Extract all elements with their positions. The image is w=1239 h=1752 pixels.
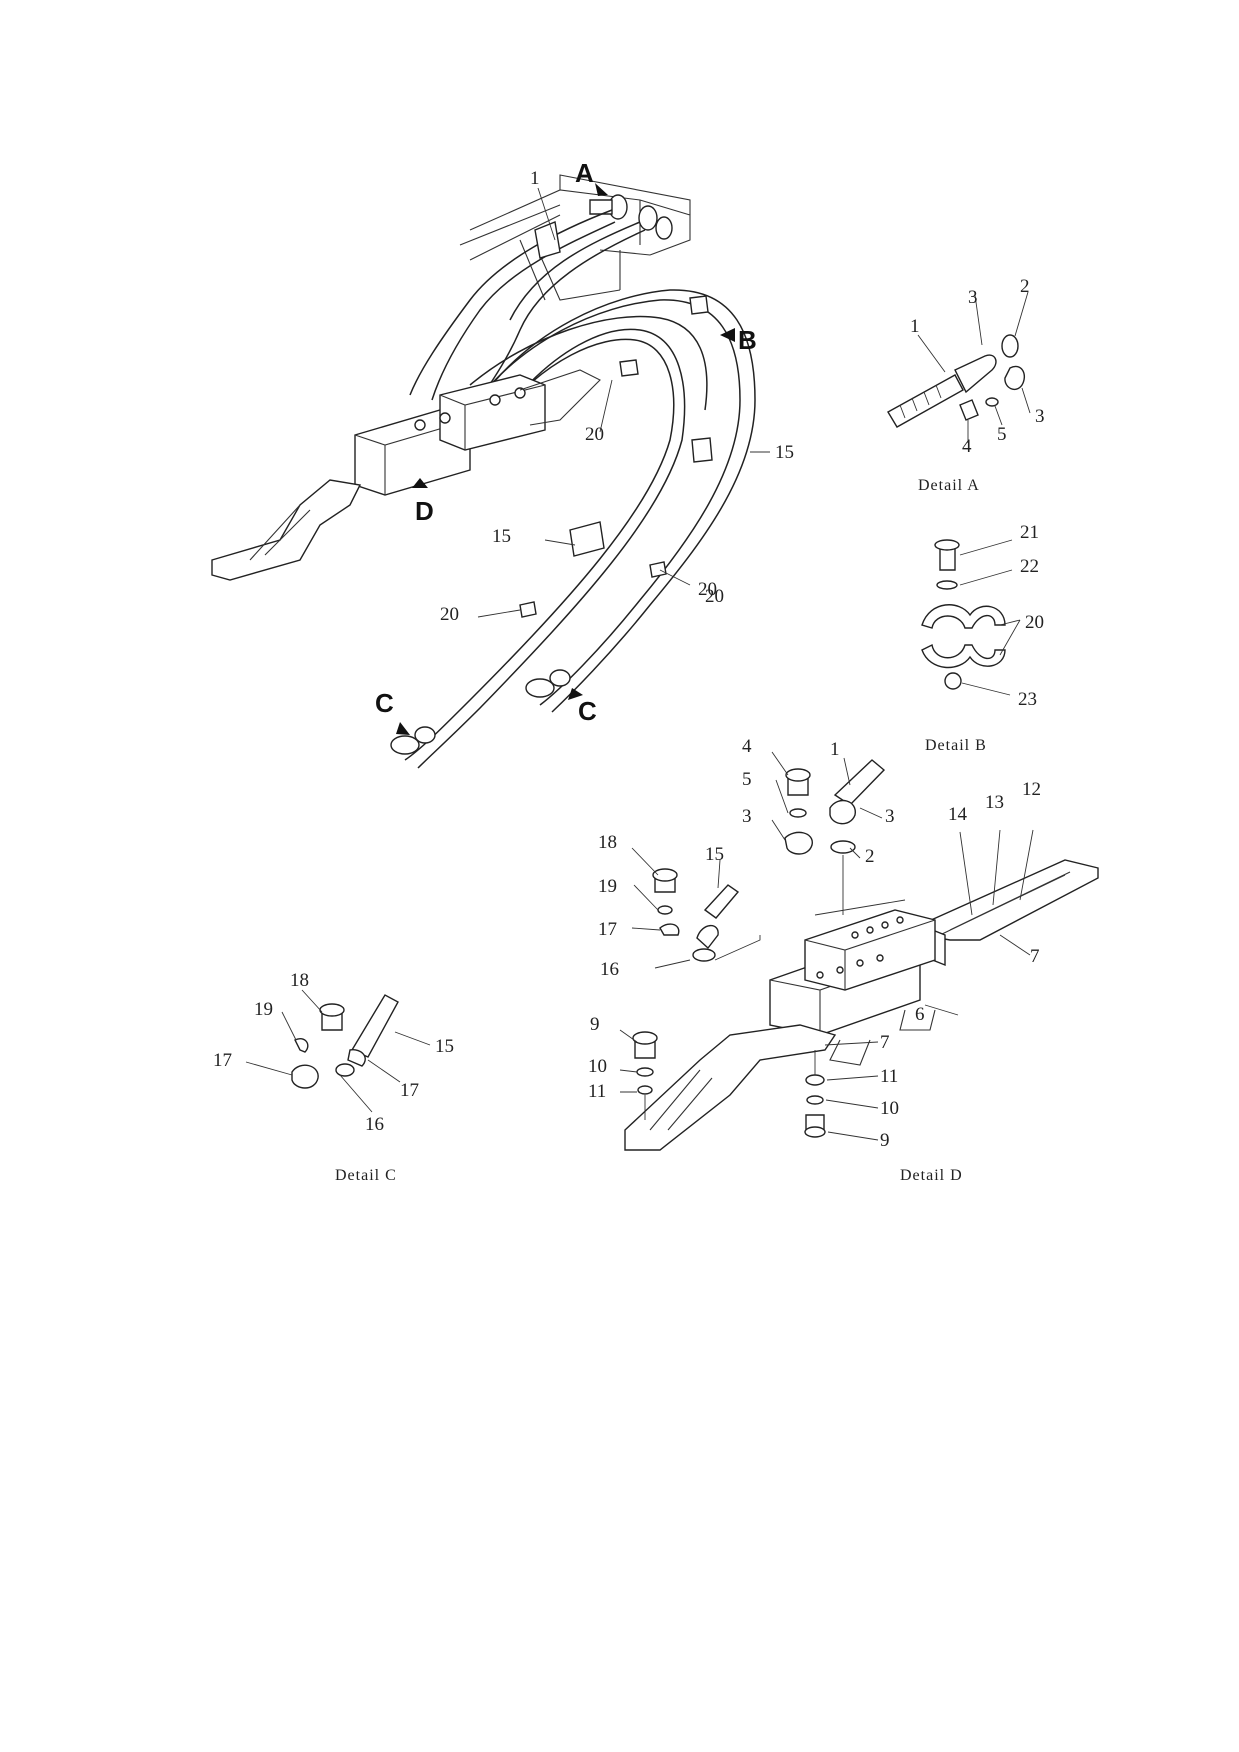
detail-d-callout-8: 7 [1030, 946, 1040, 967]
callout-15-right: 15 [775, 442, 794, 463]
detail-d-callout-9-left: 9 [590, 1014, 600, 1035]
detail-d-callout-3-left: 3 [742, 806, 752, 827]
detail-d-callout-4: 4 [742, 736, 752, 757]
detail-a-caption: Detail A [918, 477, 980, 494]
view-marker-c2: C [578, 696, 597, 726]
detail-c-caption: Detail C [335, 1167, 397, 1184]
detail-a-callout-1: 1 [910, 316, 920, 337]
detail-d-callout-19: 19 [598, 876, 617, 897]
detail-d-caption: Detail D [900, 1167, 963, 1184]
detail-c: 18 19 17 17 16 15 Detail C [213, 970, 454, 1184]
detail-b-callout-22: 22 [1020, 556, 1039, 577]
detail-a-callout-2: 2 [1020, 276, 1030, 297]
detail-d-callout-11-right: 11 [880, 1066, 898, 1087]
detail-d-callout-13: 13 [985, 792, 1004, 813]
detail-d-callout-17: 17 [598, 919, 617, 940]
detail-a: 1 2 3 3 4 5 Detail A [887, 276, 1045, 494]
detail-c-callout-17-left: 17 [213, 1050, 232, 1071]
view-marker-a: A [575, 158, 594, 188]
view-marker-c1: C [375, 688, 394, 718]
view-arrow-c1 [396, 722, 410, 735]
callout-20-lower-right: 20 [705, 586, 724, 607]
detail-d-callout-12: 12 [1022, 779, 1041, 800]
detail-c-callout-16: 16 [365, 1114, 384, 1135]
detail-d-callout-11-left: 11 [588, 1081, 606, 1102]
detail-c-callout-17-right: 17 [400, 1080, 419, 1101]
view-arrow-c2 [568, 688, 583, 700]
detail-d-callout-15: 15 [705, 844, 724, 865]
detail-b-callout-23: 23 [1018, 689, 1037, 710]
detail-b-callout-20: 20 [1025, 612, 1044, 633]
detail-c-callout-19: 19 [254, 999, 273, 1020]
detail-a-callout-5: 5 [997, 424, 1007, 445]
callout-15-left: 15 [492, 526, 511, 547]
callout-20-left: 20 [440, 604, 459, 625]
view-marker-b: B [738, 325, 757, 355]
detail-b-caption: Detail B [925, 737, 987, 754]
callout-20-right: 20 [698, 579, 717, 600]
detail-d-callout-10-left: 10 [588, 1056, 607, 1077]
detail-a-callout-3-top: 3 [968, 287, 978, 308]
callout-20-upper: 20 [585, 424, 604, 445]
main-assembly-view: A B C C D 1 15 15 20 20 20 [211, 158, 794, 769]
detail-d-callout-6: 6 [915, 1004, 925, 1025]
detail-c-callout-15: 15 [435, 1036, 454, 1057]
view-arrow-b [720, 328, 735, 342]
detail-b-callout-21: 21 [1020, 522, 1039, 543]
detail-d-callout-18: 18 [598, 832, 617, 853]
callout-1: 1 [530, 168, 540, 189]
detail-a-callout-3-right: 3 [1035, 406, 1045, 427]
detail-d: 4 5 3 1 3 2 18 19 17 16 15 14 13 12 7 6 … [588, 736, 1099, 1184]
detail-a-callout-4: 4 [962, 436, 972, 457]
detail-d-callout-5: 5 [742, 769, 752, 790]
detail-d-callout-7: 7 [880, 1032, 890, 1053]
detail-d-callout-2: 2 [865, 846, 875, 867]
detail-d-callout-1: 1 [830, 739, 840, 760]
detail-d-callout-9-right: 9 [880, 1130, 890, 1151]
detail-d-callout-10-right: 10 [880, 1098, 899, 1119]
detail-d-callout-16: 16 [600, 959, 619, 980]
detail-d-callout-3-right: 3 [885, 806, 895, 827]
view-arrow-d [412, 478, 428, 488]
view-arrow-a [595, 183, 608, 196]
detail-d-callout-14: 14 [948, 804, 968, 825]
detail-c-callout-18: 18 [290, 970, 309, 991]
view-marker-d: D [415, 496, 434, 526]
detail-b: 21 22 20 23 Detail B [921, 522, 1044, 754]
